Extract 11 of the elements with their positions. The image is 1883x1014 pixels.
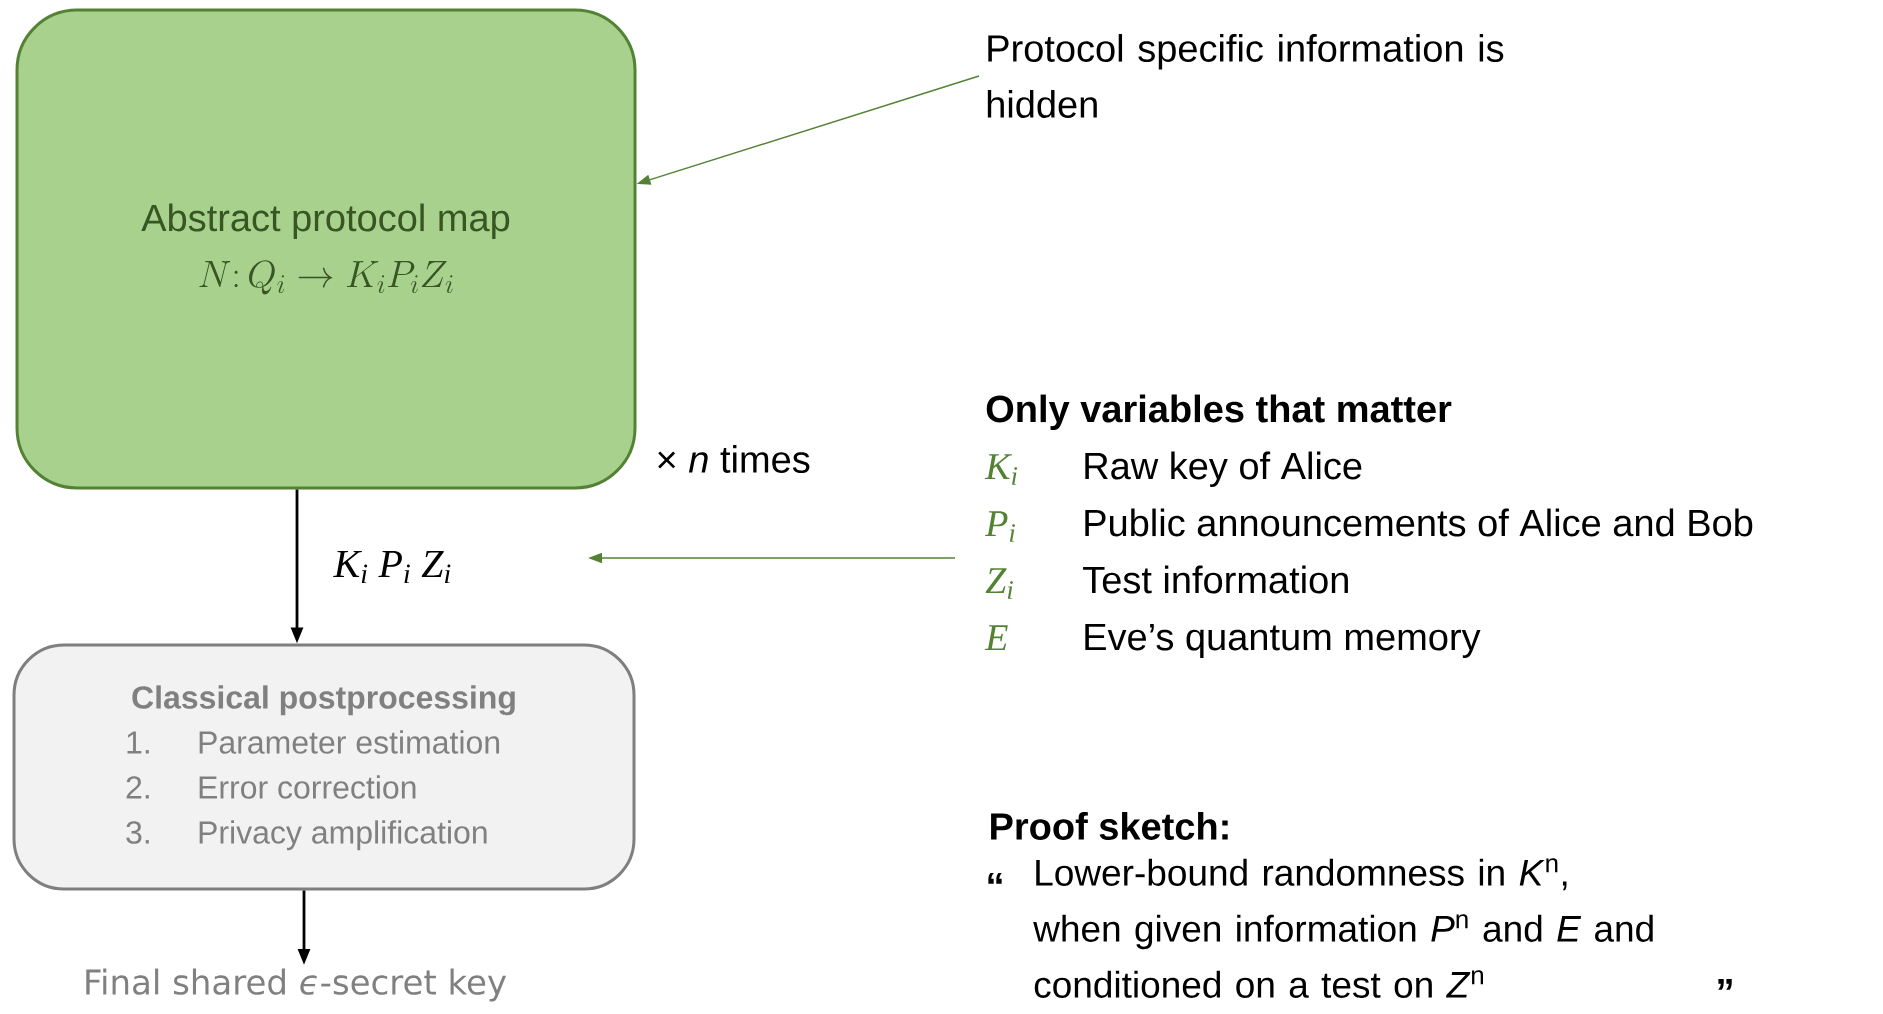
- quote-mark: ”: [1718, 978, 1732, 990]
- times-note: × n times: [658, 445, 810, 473]
- result-text: Final shared ϵ-secret key: [86, 968, 507, 1002]
- process-box: Classical postprocessing 1. Parameter estimation 2. Error correction 3. Privacy amplification: [12, 643, 636, 891]
- quote-mark: “: [988, 872, 1002, 884]
- variable-list: Only variables that matter K$_{i}$ Raw key of Alice P$_{i}$ Public announcements of Alice and Bob Z$_{i}$ Test information E Eve’s quantum memory: [984, 394, 1753, 658]
- proof-text: Lower-bound randomness in K$^{n}$, when given information P$^{n}$ and E and conditioned on a test on Z$^{n}$: [1033, 858, 1653, 998]
- heading: Proof sketch:: [991, 812, 1228, 840]
- edge-label: K$_{i}$ P$_{i}$ Z$_{i}$: [333, 550, 451, 584]
- note-text: Protocol specific information is hidden: [987, 34, 1504, 118]
- process-box: Abstract protocol map $N\colon Q_i \rightarrow K_i P_i Z_i$: [15, 8, 637, 490]
